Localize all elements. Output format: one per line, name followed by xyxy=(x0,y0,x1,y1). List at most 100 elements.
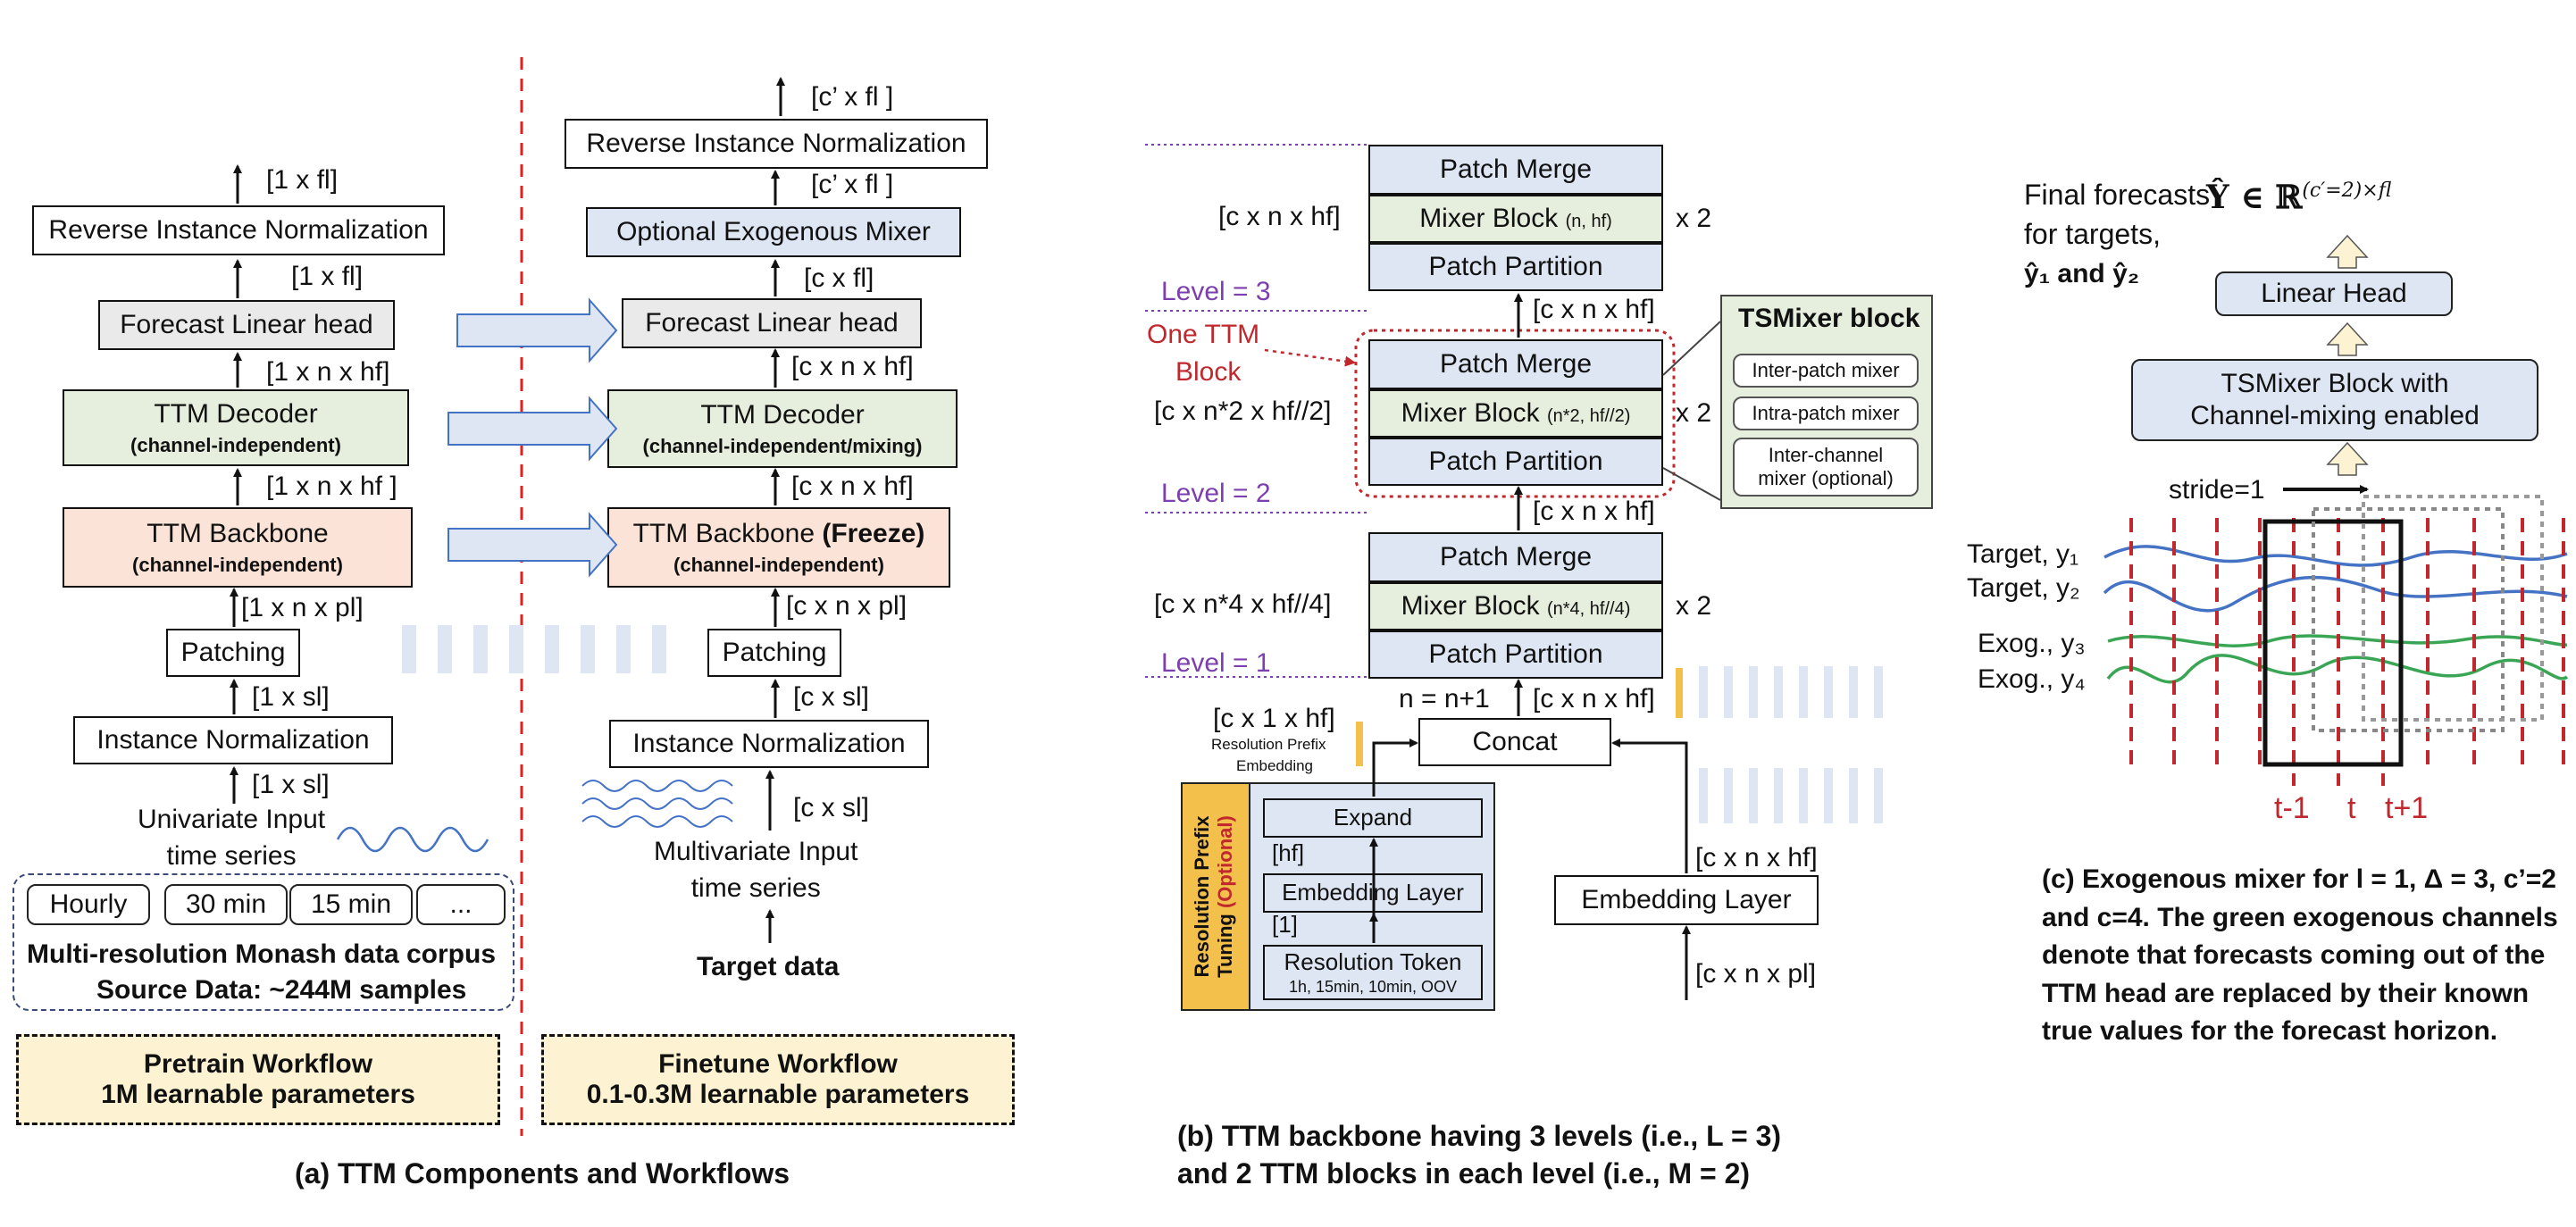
level1-repeat: x 2 xyxy=(1676,591,1712,621)
embedding-layer-right: Embedding Layer xyxy=(1554,875,1819,925)
pretrain-decoder: TTM Decoder(channel-independent) xyxy=(63,389,409,466)
resolution-30min: 30 min xyxy=(164,884,288,925)
level1-mixer-block: Mixer Block (n*4, hf//4) xyxy=(1368,582,1663,630)
hf-label: [hf] xyxy=(1272,839,1305,866)
level2-dim: [c x n*2 x hf//2] xyxy=(1154,396,1332,426)
level3-label: Level = 3 xyxy=(1161,277,1271,306)
finetune-reverse-input-dim: [c’ x fl ] xyxy=(811,170,894,199)
finetune-forecast-head: Forecast Linear head xyxy=(622,298,922,348)
level2-patch-partition: Patch Partition xyxy=(1368,438,1663,486)
finetune-patching-input-dim: [c x sl] xyxy=(793,682,870,712)
transfer-arrows xyxy=(447,297,618,578)
finetune-head-input-dim: [c x n x hf] xyxy=(791,352,914,381)
linear-head: Linear Head xyxy=(2215,271,2453,316)
finetune-decoder: TTM Decoder(channel-independent/mixing) xyxy=(607,389,958,468)
level3-patch-merge: Patch Merge xyxy=(1368,145,1663,195)
time-label-t-plus-1: t+1 xyxy=(2385,791,2429,825)
prefix-label-2: Embedding xyxy=(1236,757,1314,774)
forecast-formula: Ŷ ∈ ℝ(c′=2)×fl xyxy=(2206,179,2392,216)
level1-patch-merge: Patch Merge xyxy=(1368,532,1663,582)
pretrain-head-input-dim: [1 x n x hf] xyxy=(266,357,390,387)
finetune-decoder-input-dim: [c x n x hf] xyxy=(791,472,914,501)
concat-block: Concat xyxy=(1418,718,1611,766)
level3-dim: [c x n x hf] xyxy=(1218,202,1341,231)
series-target-1: Target, y₁ xyxy=(1967,539,2079,569)
stride-window-1 xyxy=(2312,507,2505,732)
tsmixer-title: TSMixer block xyxy=(1738,304,1920,333)
pretrain-forecast-head: Forecast Linear head xyxy=(98,300,395,350)
finetune-exo-input-dim: [c x fl] xyxy=(804,263,874,293)
embed-output-dim: [c x n x hf] xyxy=(1695,843,1818,872)
resolution-hourly: Hourly xyxy=(27,884,150,925)
finetune-target-data: Target data xyxy=(697,952,840,981)
finetune-patching: Patching xyxy=(707,629,841,677)
pretrain-input-series: Univariate Input time series xyxy=(138,805,326,871)
pretrain-instance-norm: Instance Normalization xyxy=(73,716,393,764)
tsmixer-intra-patch: Intra-patch mixer xyxy=(1733,396,1919,430)
level2-mixer-block: Mixer Block (n*2, hf//2) xyxy=(1368,389,1663,438)
pretrain-norm-input-dim: [1 x sl] xyxy=(252,770,330,799)
one-ttm-block-outline xyxy=(1354,329,1676,498)
level3-input-dim: [c x n x hf] xyxy=(1533,295,1655,324)
tsmixer-inter-patch: Inter-patch mixer xyxy=(1733,354,1919,388)
finetune-input-series: Multivariate Input time series xyxy=(654,837,858,903)
finetune-backbone-input-dim: [c x n x pl] xyxy=(786,591,907,621)
finetune-exogenous-mixer: Optional Exogenous Mixer xyxy=(586,207,961,257)
series-exog-3: Exog., y₃ xyxy=(1978,629,2086,658)
prefix-dim: [c x 1 x hf] xyxy=(1213,704,1335,733)
embed-input-dim: [c x n x pl] xyxy=(1695,959,1817,989)
finetune-output-dim: [c’ x fl ] xyxy=(811,82,894,112)
panel-b-caption-2: and 2 TTM blocks in each level (i.e., M … xyxy=(1177,1157,1751,1189)
level3-repeat: x 2 xyxy=(1676,204,1712,233)
level2-repeat: x 2 xyxy=(1676,398,1712,428)
pretrain-backbone: TTM Backbone(channel-independent) xyxy=(63,507,413,588)
pretrain-reverse-input-dim: [1 x fl] xyxy=(291,262,364,291)
time-label-t-minus-1: t-1 xyxy=(2274,791,2310,825)
finetune-backbone: TTM Backbone (Freeze)(channel-independen… xyxy=(607,507,950,588)
level1-patch-partition: Patch Partition xyxy=(1368,630,1663,679)
finetune-reverse-norm: Reverse Instance Normalization xyxy=(565,119,988,169)
series-target-2: Target, y₂ xyxy=(1967,573,2080,603)
level2-label: Level = 2 xyxy=(1161,479,1271,508)
one-label: [1] xyxy=(1272,911,1298,938)
stride-window-2 xyxy=(2362,495,2544,722)
prefix-label: Resolution Prefix xyxy=(1211,736,1326,753)
pretrain-backbone-input-dim: [1 x n x pl] xyxy=(241,593,364,622)
n-update-label: n = n+1 xyxy=(1399,684,1490,714)
finetune-instance-norm: Instance Normalization xyxy=(609,720,929,768)
one-ttm-block-label-2: Block xyxy=(1175,357,1242,387)
finetune-norm-input-dim: [c x sl] xyxy=(793,793,870,822)
univariate-wave-icon xyxy=(336,826,489,853)
multivariate-wave-icon xyxy=(581,780,733,828)
level1-label: Level = 1 xyxy=(1161,648,1271,678)
panel-b-caption: (b) TTM backbone having 3 levels (i.e., … xyxy=(1177,1120,1782,1152)
data-corpus xyxy=(13,873,514,1011)
pretrain-output-dim: [1 x fl] xyxy=(266,165,339,195)
level1-dim: [c x n*4 x hf//4] xyxy=(1154,589,1332,619)
resolution-15min: 15 min xyxy=(289,884,413,925)
stride-label: stride=1 xyxy=(2169,475,2265,505)
final-forecasts-label-3: ŷ₁ and ŷ₂ xyxy=(2024,259,2140,288)
final-forecasts-label: Final forecasts xyxy=(2024,179,2211,211)
corpus-title: Multi-resolution Monash data corpus xyxy=(27,939,497,969)
panel-a-caption: (a) TTM Components and Workflows xyxy=(295,1157,790,1189)
level1-input-dim: [c x n x hf] xyxy=(1533,684,1655,714)
corpus-source: Source Data: ~244M samples xyxy=(96,975,467,1005)
level2-patch-merge: Patch Merge xyxy=(1368,339,1663,389)
series-exog-4: Exog., y₄ xyxy=(1978,664,2086,694)
prefix-tuning-sidebar xyxy=(1181,782,1250,1011)
pretrain-patching-input-dim: [1 x sl] xyxy=(252,682,330,712)
level3-patch-partition: Patch Partition xyxy=(1368,243,1663,291)
current-window xyxy=(2262,519,2404,767)
level2-input-dim: [c x n x hf] xyxy=(1533,497,1655,526)
panel-c-caption: (c) Exogenous mixer for l = 1, Δ = 3, c’… xyxy=(2042,864,2558,1047)
final-forecasts-label-2: for targets, xyxy=(2024,218,2161,250)
time-label-t: t xyxy=(2347,791,2356,825)
level3-mixer-block: Mixer Block (n, hf) xyxy=(1368,195,1663,243)
one-ttm-block-label: One TTM xyxy=(1147,320,1260,349)
